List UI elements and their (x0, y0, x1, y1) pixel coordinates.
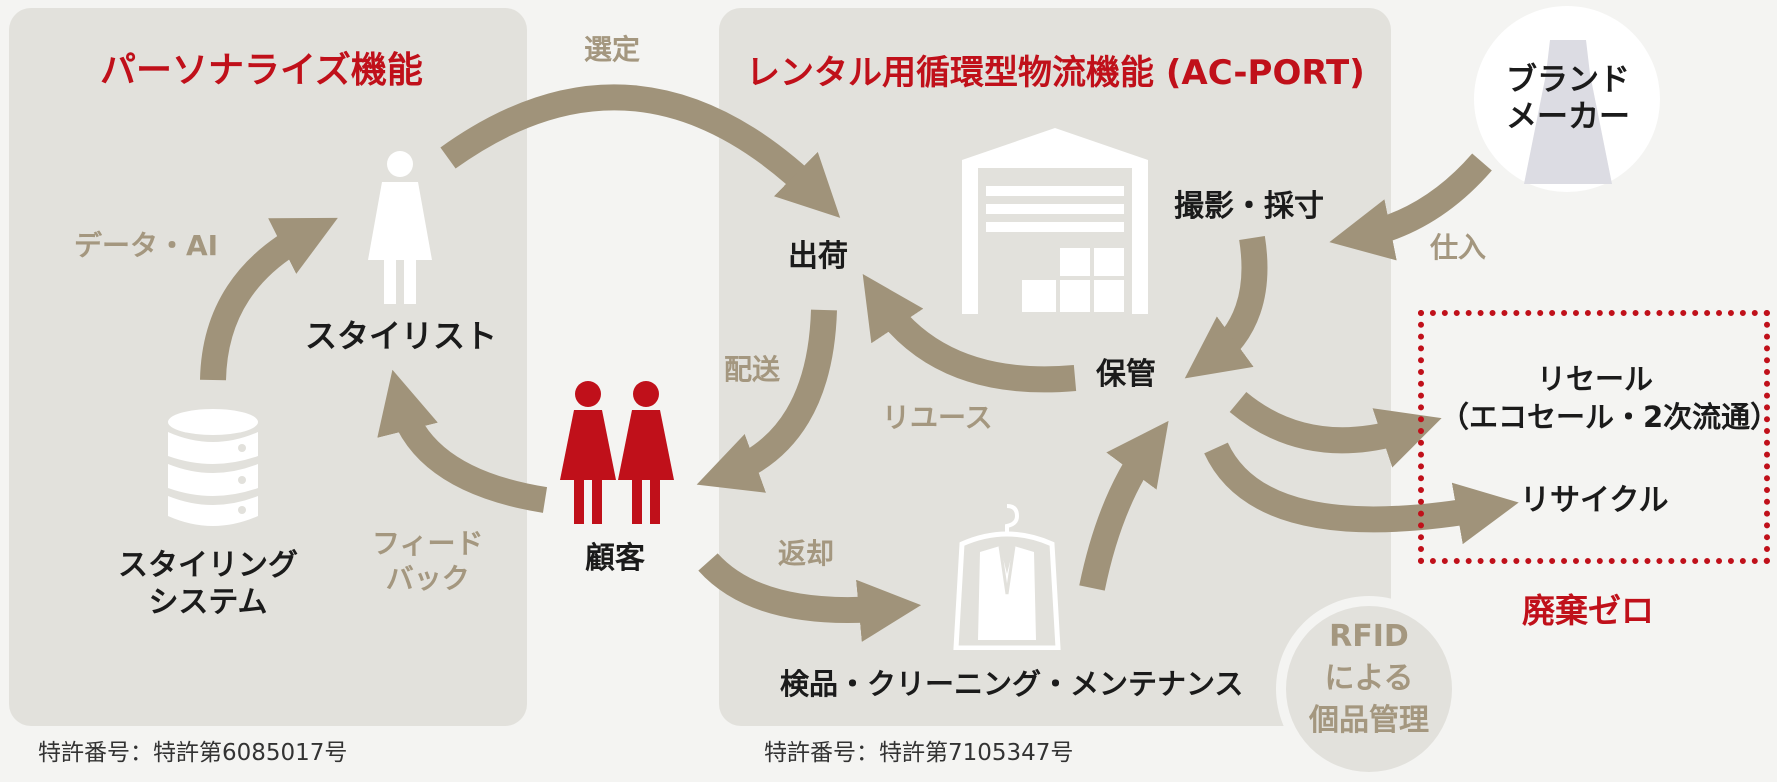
arrow-recycle (1204, 442, 1519, 545)
personalize-title: パーソナライズ機能 (100, 50, 423, 91)
stylist-label: スタイリスト (305, 317, 498, 355)
personalize-panel (9, 8, 527, 726)
brand-line1: ブランド (1506, 62, 1630, 98)
logistics-title: レンタル用循環型物流機能 (AC-PORT) (746, 53, 1365, 93)
inspection-label: 検品・クリーニング・メンテナンス (780, 667, 1244, 701)
styling-system-line2: システム (148, 584, 268, 620)
customer-label: 顧客 (585, 541, 645, 576)
brand-label: ブランド メーカー (1506, 62, 1630, 136)
resale-label: リセール （エコセール・2次流通） (1440, 360, 1777, 437)
arrow-feedback (377, 369, 548, 513)
arrow-to-storage (1079, 420, 1169, 591)
rfid-circle (1286, 606, 1452, 772)
garment-bag-icon (953, 504, 1061, 650)
recycle-label: リサイクル (1520, 483, 1669, 518)
resale-line2: （エコセール・2次流通） (1440, 400, 1777, 435)
return-label: 返却 (778, 537, 835, 570)
patent-right: 特許番号：特許第7105347号 (764, 740, 1074, 766)
feedback-line1: フィード (372, 527, 484, 560)
rfid-line3: 個品管理 (1309, 703, 1429, 738)
rfid-label: RFID による 個品管理 (1296, 616, 1442, 742)
storage-label: 保管 (1096, 357, 1156, 392)
arrow-data-ai (200, 217, 338, 381)
zero-waste-label: 廃棄ゼロ (1522, 591, 1654, 630)
purchase-label: 仕入 (1430, 231, 1487, 264)
delivery-label: 配送 (724, 353, 781, 386)
patent-left: 特許番号：特許第6085017号 (38, 740, 348, 766)
feedback-label: フィード バック (372, 526, 483, 596)
stylist-icon (368, 151, 432, 304)
arrow-delivery (696, 309, 837, 493)
styling-system-label: スタイリング システム (118, 548, 298, 621)
zero-waste-box (1418, 310, 1770, 564)
resale-line1: リセール (1536, 362, 1653, 396)
arrow-measure-to-storage (1184, 235, 1268, 379)
brand-line2: メーカー (1506, 99, 1630, 136)
reuse-label: リユース (882, 401, 993, 434)
photo-measure-label: 撮影・採寸 (1174, 189, 1324, 224)
feedback-line2: バック (385, 562, 470, 595)
styling-system-line1: スタイリング (118, 548, 298, 583)
database-icon (168, 409, 258, 526)
arrow-purchase (1329, 153, 1492, 261)
arrow-return (698, 553, 922, 642)
selection-label: 選定 (584, 33, 641, 66)
customers-icon (560, 381, 674, 524)
rfid-line2: による (1324, 661, 1414, 696)
shipping-label: 出荷 (788, 239, 848, 274)
rfid-line1: RFID (1329, 619, 1409, 654)
dress-icon (1524, 40, 1612, 184)
arrow-reuse (862, 274, 1077, 393)
data-ai-label: データ・AI (74, 229, 219, 262)
arrow-resale (1229, 391, 1442, 468)
warehouse-icon (962, 128, 1148, 314)
arrow-selection (440, 84, 841, 218)
